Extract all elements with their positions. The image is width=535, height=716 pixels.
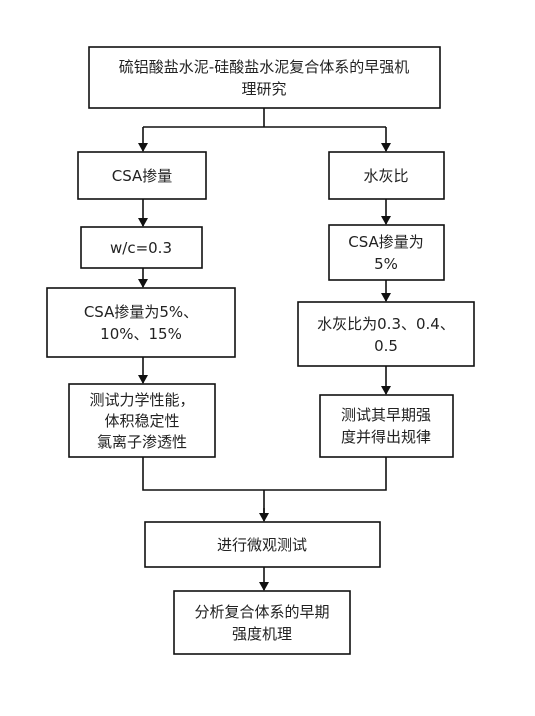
node-water-cement-ratio-label: 水灰比 — [363, 167, 408, 185]
connectors — [138, 108, 391, 591]
node-csa-fixed: CSA掺量为 5% — [328, 224, 445, 281]
node-tests-mechanical-line-2: 体积稳定性 — [104, 412, 179, 430]
node-csa-levels-line-2: 10%、15% — [100, 325, 182, 343]
connector-title-split — [143, 108, 386, 128]
node-wc-levels: 水灰比为0.3、0.4、 0.5 — [297, 301, 475, 367]
node-analysis-line-1: 分析复合体系的早期 — [194, 603, 329, 621]
node-csa-dosage-label: CSA掺量 — [112, 167, 173, 185]
node-wc-fixed: w/c=0.3 — [80, 226, 203, 269]
node-csa-levels: CSA掺量为5%、 10%、15% — [46, 287, 236, 358]
node-csa-fixed-line-2: 5% — [374, 255, 398, 273]
node-csa-levels-line-1: CSA掺量为5%、 — [84, 303, 198, 321]
node-csa-dosage: CSA掺量 — [77, 151, 207, 200]
node-tests-early-strength-line-2: 度并得出规律 — [341, 428, 431, 446]
node-microscopic-test: 进行微观测试 — [144, 521, 381, 568]
node-wc-fixed-label: w/c=0.3 — [110, 239, 172, 257]
node-wc-levels-line-2: 0.5 — [374, 337, 398, 355]
node-tests-early-strength-line-1: 测试其早期强 — [341, 406, 431, 424]
node-tests-mechanical-line-1: 测试力学性能， — [89, 391, 194, 409]
node-tests-early-strength: 测试其早期强 度并得出规律 — [319, 394, 454, 458]
node-microscopic-test-label: 进行微观测试 — [217, 536, 307, 554]
node-title-line-2: 理研究 — [241, 80, 286, 98]
node-analysis-line-2: 强度机理 — [232, 625, 292, 643]
node-title-line-1: 硫铝酸盐水泥-硅酸盐水泥复合体系的早强机 — [119, 58, 409, 76]
node-water-cement-ratio: 水灰比 — [328, 151, 445, 200]
node-tests-mechanical: 测试力学性能， 体积稳定性 氯离子渗透性 — [68, 383, 216, 458]
node-analysis: 分析复合体系的早期 强度机理 — [173, 590, 351, 655]
node-csa-fixed-line-1: CSA掺量为 — [348, 233, 424, 251]
node-title: 硫铝酸盐水泥-硅酸盐水泥复合体系的早强机 理研究 — [88, 46, 441, 109]
node-tests-mechanical-line-3: 氯离子渗透性 — [97, 433, 187, 451]
node-wc-levels-line-1: 水灰比为0.3、0.4、 — [317, 315, 455, 333]
